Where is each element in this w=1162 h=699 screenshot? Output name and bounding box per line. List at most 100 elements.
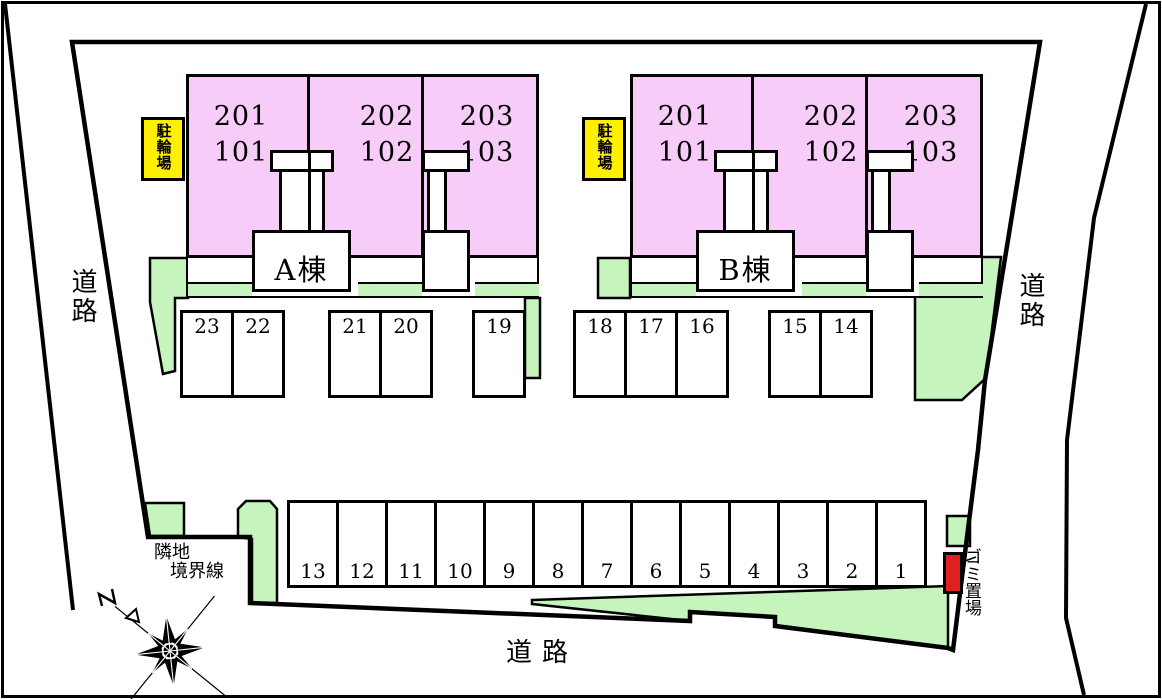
stall-number: 4 xyxy=(747,559,761,583)
stall-number: 9 xyxy=(502,559,516,583)
stall-number: 21 xyxy=(342,314,368,338)
stall-number: 17 xyxy=(638,314,664,338)
site-boundary-line xyxy=(69,39,1043,654)
stall-number: 23 xyxy=(194,314,220,338)
walkway-b xyxy=(630,256,983,298)
parking-stall-21: 21 xyxy=(328,310,382,398)
walkway-a-green-3 xyxy=(475,282,539,296)
parking-stall-15: 15 xyxy=(768,310,822,398)
unit-upper: 202 xyxy=(359,101,415,132)
parking-stall-14: 14 xyxy=(819,310,873,398)
stall-number: 18 xyxy=(587,314,613,338)
bicycle-parking-a: 駐輪場 xyxy=(141,117,185,181)
parking-stall-2: 2 xyxy=(826,500,878,588)
entrance-b: B棟 xyxy=(696,230,795,292)
road-label-bottom: 道路 xyxy=(506,638,579,668)
boundary-label-line1: 隣地 xyxy=(154,542,190,563)
walkway-b-green-2 xyxy=(802,282,866,296)
unit-upper: 201 xyxy=(657,101,713,132)
building-b-name: B棟 xyxy=(718,253,773,287)
stairwell xyxy=(723,172,769,232)
bicycle-parking-b: 駐輪場 xyxy=(582,117,626,181)
parking-stall-3: 3 xyxy=(777,500,829,588)
landscape-boundary-patch xyxy=(143,501,186,538)
unit-lower: 101 xyxy=(657,137,713,168)
stall-number: 16 xyxy=(689,314,715,338)
stall-number: 2 xyxy=(845,559,859,583)
parking-stall-13: 13 xyxy=(287,500,339,588)
stairwell xyxy=(427,172,447,232)
entrance-a: A棟 xyxy=(252,230,351,292)
stair-landing xyxy=(866,230,914,292)
parking-stall-1: 1 xyxy=(875,500,927,588)
parking-stall-18: 18 xyxy=(573,310,627,398)
road-edge-left xyxy=(3,3,75,611)
garbage-area-box xyxy=(943,552,963,594)
north-arrowhead xyxy=(124,607,141,624)
stall-number: 15 xyxy=(782,314,808,338)
stall-number: 10 xyxy=(447,559,473,583)
stall-number: 14 xyxy=(833,314,859,338)
stairwell-divider xyxy=(752,150,755,232)
landscape-b-left xyxy=(596,256,632,300)
stair-landing xyxy=(422,230,470,292)
unit-upper: 203 xyxy=(903,101,959,132)
stall-number: 8 xyxy=(551,559,565,583)
stairwell xyxy=(279,172,325,232)
road-edge-right xyxy=(1063,3,1148,696)
parking-stall-19: 19 xyxy=(472,310,526,398)
parking-stall-6: 6 xyxy=(630,500,682,588)
stall-number: 19 xyxy=(486,314,512,338)
building-a: 201 101 202 102 203 103 A棟 xyxy=(186,74,539,292)
compass-rose-icon xyxy=(97,588,226,699)
parking-stall-5: 5 xyxy=(679,500,731,588)
walkway-a-green-1 xyxy=(188,282,252,296)
stall-number: 12 xyxy=(349,559,375,583)
stall-number: 22 xyxy=(245,314,271,338)
stall-number: 5 xyxy=(698,559,712,583)
unit-label-a1: 201 101 xyxy=(191,99,291,171)
parking-stall-11: 11 xyxy=(385,500,437,588)
boundary-label-line2: 境界線 xyxy=(170,561,224,582)
unit-lower: 101 xyxy=(213,137,269,168)
stall-number: 13 xyxy=(300,559,326,583)
bicycle-parking-label: 駐輪場 xyxy=(595,123,614,171)
stall-number: 11 xyxy=(398,559,424,583)
parking-stall-8: 8 xyxy=(532,500,584,588)
unit-upper: 203 xyxy=(459,101,515,132)
bicycle-parking-label: 駐輪場 xyxy=(154,123,173,171)
parking-stall-9: 9 xyxy=(483,500,535,588)
stall-number: 1 xyxy=(894,559,908,583)
landscape-small-square xyxy=(945,514,972,548)
stairwell xyxy=(422,150,470,172)
building-a-name: A棟 xyxy=(274,253,329,287)
unit-label-b2: 202 102 xyxy=(781,99,881,171)
parking-stall-10: 10 xyxy=(434,500,486,588)
building-b: 201 101 202 102 203 103 B棟 xyxy=(630,74,983,292)
north-n-glyph xyxy=(97,588,117,607)
walkway-a xyxy=(186,256,539,298)
road-label-right: 道路 xyxy=(1015,272,1045,330)
stairwell xyxy=(714,150,778,172)
stairwell xyxy=(871,172,891,232)
road-label-left: 道路 xyxy=(67,268,97,326)
unit-label-a2: 202 102 xyxy=(337,99,437,171)
parking-stall-17: 17 xyxy=(624,310,678,398)
stall-number: 7 xyxy=(600,559,614,583)
parking-stall-4: 4 xyxy=(728,500,780,588)
stall-number: 6 xyxy=(649,559,663,583)
stairwell xyxy=(270,150,334,172)
parking-stall-7: 7 xyxy=(581,500,633,588)
garbage-area-label: ゴミ置場 xyxy=(961,548,981,616)
unit-lower: 102 xyxy=(359,137,415,168)
unit-label-b1: 201 101 xyxy=(635,99,735,171)
stairwell-divider xyxy=(308,150,311,232)
stairwell xyxy=(866,150,914,172)
walkway-b-green-3 xyxy=(919,282,983,296)
parking-stall-23: 23 xyxy=(180,310,234,398)
landscape-a-right xyxy=(523,296,542,380)
stall-number: 3 xyxy=(796,559,810,583)
unit-upper: 201 xyxy=(213,101,269,132)
parking-stall-20: 20 xyxy=(379,310,433,398)
